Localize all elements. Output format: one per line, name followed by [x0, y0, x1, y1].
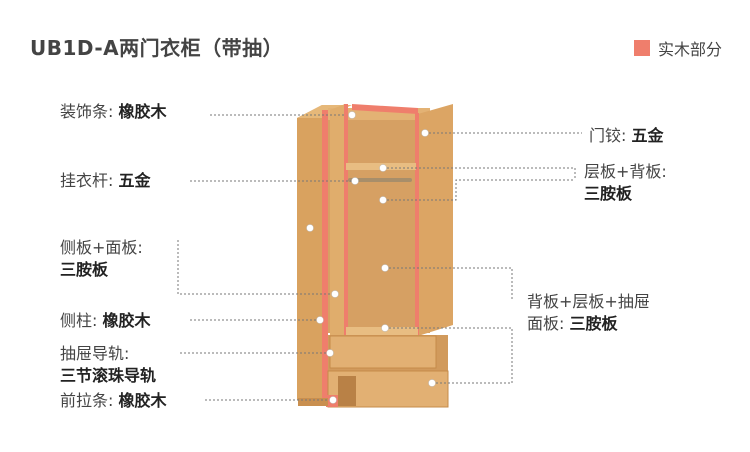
back-name-2: 面板: [527, 314, 565, 333]
label-trim: 装饰条: 橡胶木 [60, 101, 167, 123]
left-door [330, 104, 345, 342]
label-post: 侧柱: 橡胶木 [60, 310, 151, 332]
pull-name: 前拉条: [60, 391, 114, 410]
rod-value: 五金 [118, 171, 151, 190]
label-hinge: 门铰: 五金 [589, 125, 664, 147]
right-door [418, 104, 453, 336]
post-value: 橡胶木 [102, 311, 151, 330]
label-pull: 前拉条: 橡胶木 [60, 390, 167, 412]
rail-name: 抽屉导轨: [60, 344, 130, 363]
hanging-rod [348, 178, 412, 182]
label-rail: 抽屉导轨: 三节滚珠导轨 [60, 343, 156, 387]
drawer-top [329, 335, 437, 369]
hinge-value: 五金 [631, 126, 664, 145]
side-panel [297, 105, 322, 405]
front-post [322, 110, 328, 405]
legend-label: 实木部分 [657, 40, 722, 59]
legend: 实木部分 [633, 36, 722, 60]
hinge-name: 门铰: [589, 126, 627, 145]
pull-value: 橡胶木 [118, 391, 167, 410]
rail-value: 三节滚珠导轨 [60, 366, 157, 385]
label-rod: 挂衣杆: 五金 [60, 170, 151, 192]
post-name: 侧柱: [60, 311, 98, 330]
page-title: UB1D-A两门衣柜（带抽） [30, 36, 284, 60]
label-side: 侧板+面板: 三胺板 [60, 237, 143, 281]
shelf-name: 层板+背板: [584, 162, 667, 181]
side-name: 侧板+面板: [60, 238, 143, 257]
side-value: 三胺板 [60, 260, 109, 279]
back-name-1: 背板+层板+抽屉 [527, 292, 650, 311]
back-value: 三胺板 [569, 314, 618, 333]
trim-name: 装饰条: [60, 102, 114, 121]
trim-value: 橡胶木 [118, 102, 167, 121]
label-back: 背板+层板+抽屉 面板: 三胺板 [527, 291, 650, 335]
shelf-value: 三胺板 [584, 184, 633, 203]
rod-name: 挂衣杆: [60, 171, 114, 190]
label-shelf: 层板+背板: 三胺板 [584, 161, 667, 205]
legend-swatch [633, 40, 650, 56]
